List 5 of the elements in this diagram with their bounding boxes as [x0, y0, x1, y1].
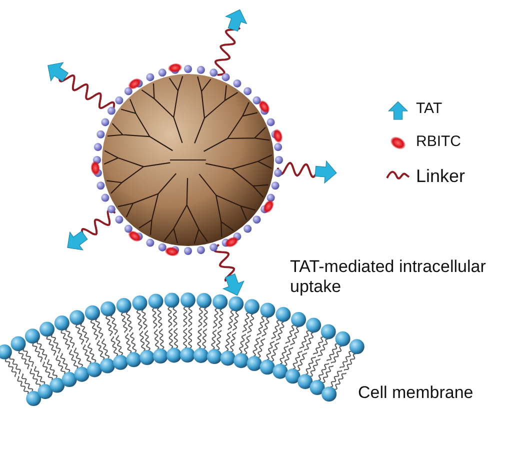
annotation-text: TAT-mediated intracellular uptake	[290, 257, 487, 296]
legend-label: TAT	[416, 100, 442, 118]
legend-label: RBITC	[416, 133, 461, 150]
legend-label: Linker	[416, 166, 466, 187]
annotation-text: Cell membrane	[358, 383, 474, 403]
